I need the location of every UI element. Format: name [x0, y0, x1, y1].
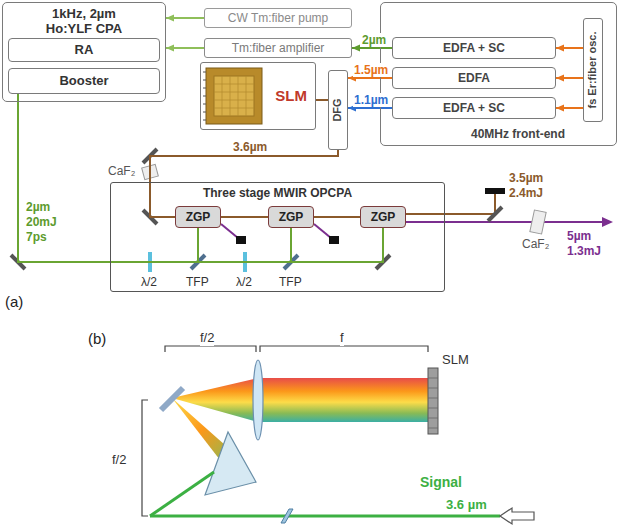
- laser-system-box: 1kHz, 2µm Ho:YLF CPA RA Booster: [2, 2, 166, 102]
- component-label: λ/2: [236, 275, 252, 290]
- arrow-head: [556, 105, 564, 112]
- beam-label: 3.6 µm: [446, 497, 487, 513]
- dichroic-mirror: [488, 207, 502, 221]
- beam-dump: [485, 188, 505, 194]
- node-text: RA: [75, 42, 94, 58]
- lens: [253, 360, 263, 440]
- component-label: λ/2: [141, 275, 157, 290]
- dimension-bracket: [165, 346, 256, 352]
- amplifier-box: Booster: [8, 68, 160, 94]
- signal-beam: [150, 515, 500, 518]
- slm-chip-grid: [214, 76, 254, 116]
- caf2-window: [530, 210, 546, 234]
- panel-label: (a): [5, 293, 23, 311]
- beam-parameter: 2µm 20mJ 7ps: [26, 200, 70, 245]
- dimension-label: f/2: [200, 330, 214, 346]
- component-label: TFP: [186, 275, 209, 290]
- slm-plate: [428, 368, 438, 434]
- idler-output-beam: [406, 221, 604, 223]
- fiber-amplifier-box: EDFA + SC: [392, 97, 556, 119]
- connector: [18, 94, 198, 262]
- arrow-head: [166, 15, 174, 22]
- crystal-box: ZGP: [268, 206, 314, 228]
- connector: [314, 216, 360, 218]
- panel-label: (b): [88, 330, 106, 348]
- fiber-amplifier-box: EDFA + SC: [392, 37, 556, 59]
- dispersed-beam: [258, 378, 428, 422]
- slm-chip-pins: [203, 72, 206, 120]
- component-label: CaF₂: [522, 237, 549, 252]
- beam-parameter: 5µm 1.3mJ: [567, 229, 611, 259]
- beam-dump: [329, 236, 339, 244]
- component-label: TFP: [279, 275, 302, 290]
- crystal-box: ZGP: [175, 206, 221, 228]
- node-text: EDFA: [458, 71, 490, 85]
- component-label: CaF₂: [108, 164, 135, 179]
- signal-beam: [150, 472, 214, 516]
- arrow-head: [166, 45, 174, 52]
- beam-label: 1.5µm: [353, 63, 389, 77]
- node-text: EDFA + SC: [443, 41, 505, 55]
- node-text: 40MHz front-end: [471, 127, 565, 141]
- dimension-bracket: [142, 400, 148, 516]
- front-end-box: 40MHz front-end EDFA + SC EDFA EDFA + SC fs …: [380, 2, 617, 146]
- slm-box: SLM: [200, 62, 316, 130]
- dimension-label: f/2: [112, 452, 126, 468]
- component-label: SLM: [442, 352, 469, 368]
- mirror: [161, 388, 183, 410]
- pump-box: CW Tm:fiber pump: [204, 8, 352, 28]
- dfg-box: DFG: [328, 70, 348, 150]
- beam-splitter: [281, 509, 293, 523]
- node-text: DFG: [331, 98, 344, 121]
- dimension-bracket: [260, 346, 428, 352]
- amplifier-box: Tm:fiber amplifier: [204, 38, 352, 58]
- node-text: 1kHz, 2µm Ho:YLF CPA: [28, 6, 140, 36]
- prism: [205, 432, 256, 495]
- node-text: ZGP: [279, 210, 304, 224]
- slm-chip: [206, 68, 262, 124]
- node-text: SLM: [275, 87, 307, 105]
- node-text: CW Tm:fiber pump: [228, 11, 328, 25]
- node-text: fs Er:fiber osc.: [586, 31, 599, 108]
- idler-beam: [314, 224, 331, 238]
- node-text: Three stage MWIR OPCPA: [128, 186, 428, 201]
- beam-label: 2µm: [361, 33, 387, 47]
- node-text: EDFA + SC: [443, 101, 505, 115]
- connector: [18, 94, 291, 262]
- node-text: Booster: [59, 73, 108, 89]
- opcpa-box: Three stage MWIR OPCPA ZGP ZGP ZGP: [110, 182, 445, 292]
- dispersed-beam: [172, 378, 258, 422]
- arrow-head: [602, 217, 613, 227]
- arrow-head: [556, 75, 564, 82]
- slm-chip-face: [214, 76, 254, 116]
- crystal-box: ZGP: [360, 206, 406, 228]
- node-text: ZGP: [186, 210, 211, 224]
- dimension-label: f: [340, 330, 344, 346]
- amplifier-box: RA: [8, 38, 160, 62]
- beam-label: 1.1µm: [353, 93, 389, 107]
- arrow-head: [352, 45, 360, 52]
- input-arrow: [500, 508, 534, 524]
- connector: [221, 216, 268, 218]
- fiber-amplifier-box: EDFA: [392, 67, 556, 89]
- slm-pixels: [428, 378, 438, 428]
- signal-beam: [406, 213, 495, 215]
- oscillator-box: fs Er:fiber osc.: [583, 18, 603, 122]
- beam-label: Signal: [420, 474, 462, 491]
- idler-beam: [221, 224, 238, 238]
- arrow-head: [556, 45, 564, 52]
- beam-label: 3.6µm: [232, 140, 268, 154]
- node-text: ZGP: [371, 210, 396, 224]
- node-text: Tm:fiber amplifier: [232, 41, 325, 55]
- beam-dump: [236, 236, 246, 244]
- connector: [316, 99, 328, 101]
- beam-parameter: 3.5µm 2.4mJ: [509, 171, 553, 201]
